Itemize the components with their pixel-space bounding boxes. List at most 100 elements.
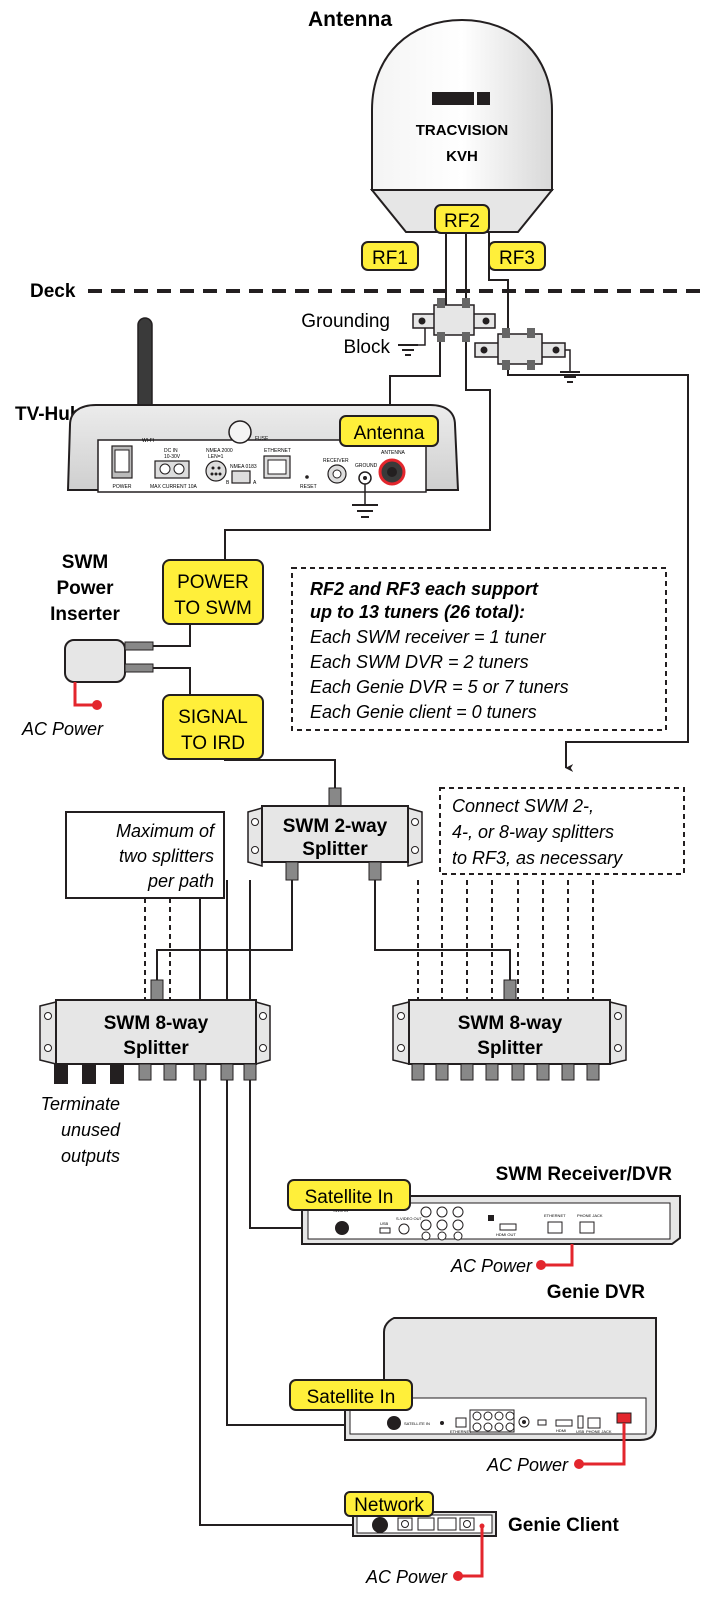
- reset-button: [305, 475, 309, 479]
- tuner-note-heading-2: up to 13 tuners (26 total):: [310, 602, 525, 622]
- power-to-swm-tag: [162, 559, 264, 625]
- splitter8-right-label-1: SWM 8-way: [458, 1013, 563, 1034]
- rf1-cable-to-hub: [389, 330, 441, 420]
- swm-8way-splitter-right: SWM 8-way Splitter: [392, 979, 627, 1081]
- tuner-note: RF2 and RF3 each support up to 13 tuners…: [291, 567, 667, 731]
- splitter2-label-2: Splitter: [302, 839, 368, 860]
- hub-reset-label: RESET: [300, 484, 317, 490]
- fuse: [228, 420, 252, 444]
- hub-antenna-tag-label: Antenna: [354, 423, 425, 444]
- hub-nmea0183-label: NMEA 0183: [230, 464, 257, 470]
- signal-tag-line2: TO IRD: [181, 733, 245, 754]
- swm-receiver-port-label-3: HDMI OUT: [496, 1232, 516, 1237]
- tuner-note-line-2: Each SWM DVR = 2 tuners: [310, 652, 529, 672]
- hub-panel: [97, 439, 427, 493]
- genie-dvr-port-label-2: HDMI: [556, 1428, 566, 1433]
- rf3-label: RF3: [499, 248, 535, 269]
- genie-client-title: Genie Client: [508, 1515, 620, 1536]
- genie-client-network-port: [372, 1517, 388, 1533]
- deck-label: Deck: [30, 281, 76, 302]
- swm-receiver-title: SWM Receiver/DVR: [496, 1164, 673, 1185]
- grounding-label-2: Block: [344, 337, 391, 358]
- rf-tags: RF2 RF1 RF3: [361, 204, 546, 271]
- hub-ground-label: GROUND: [355, 463, 378, 469]
- hub-len-label: LEN=1: [208, 454, 224, 460]
- rf2-tag: [434, 204, 490, 234]
- kvh-logo: KVH: [446, 148, 478, 165]
- rf2-label: RF2: [444, 211, 480, 232]
- genie-dvr-port-label-1: ETHERNET: [450, 1429, 472, 1434]
- grounding-label-1: Grounding: [301, 311, 390, 332]
- splitter8-left-label-1: SWM 8-way: [104, 1013, 209, 1034]
- output-arrows: [144, 880, 601, 1009]
- swm-receiver-sat-in-tag: [287, 1179, 411, 1211]
- tvhub-title: TV-Hub: [15, 404, 82, 425]
- swm-receiver-sat-in-label: Satellite In: [305, 1187, 394, 1208]
- splitter2-to-left8: [156, 880, 293, 980]
- hub-antenna-tag: [339, 415, 439, 447]
- genie-dvr-port-label-4: PHONE JACK: [586, 1429, 612, 1434]
- inserter-title-1: SWM: [62, 552, 108, 573]
- genie-sat-in-port: [387, 1416, 401, 1430]
- swm-receiver-port-label-2: S-VIDEO OUT: [396, 1216, 423, 1221]
- genie-dvr-power-port: [616, 1412, 632, 1424]
- tv-hub: TV-Hub POWER WI-FI DC IN 10-30V MAX CURR…: [15, 317, 460, 518]
- antenna-indicator: [432, 92, 474, 105]
- ac-plug-receiver: [536, 1260, 546, 1270]
- rf3-note-line-1: Connect SWM 2-,: [452, 796, 594, 816]
- ac-plug-genie-client: [453, 1571, 463, 1581]
- rf3-note-line-3: to RF3, as necessary: [452, 848, 623, 868]
- splitter8-left-label-2: Splitter: [123, 1038, 189, 1059]
- splitter2-label-1: SWM 2-way: [283, 816, 388, 837]
- hub-volts-label: 10-30V: [164, 454, 181, 460]
- swm-receiver-port-label-5: PHONE JACK: [577, 1213, 603, 1218]
- rf2-cable-to-inserter: [224, 330, 491, 575]
- antenna-title: Antenna: [308, 8, 392, 31]
- swm-receiver-ac-label: AC Power: [450, 1256, 533, 1276]
- genie-client-ac-label: AC Power: [365, 1567, 448, 1587]
- hub-nmea2000-label: NMEA 2000: [206, 448, 233, 454]
- cables: [156, 233, 689, 1526]
- hub-power-label: POWER: [113, 484, 132, 490]
- antenna-indicator-small: [477, 92, 490, 105]
- cable-to-genie-client: [199, 880, 385, 1526]
- inserter-body: [64, 639, 126, 683]
- inserter-title-2: Power: [56, 578, 114, 599]
- power-tag-line1: POWER: [177, 572, 249, 593]
- splitter2-to-right8: [374, 880, 511, 980]
- max-splitters-note: Maximum of two splitters per path: [65, 811, 225, 899]
- rf3-note-line-2: 4-, or 8-way splitters: [452, 822, 614, 842]
- genie-dvr-port-label-0: SATELLITE IN: [404, 1421, 430, 1426]
- rf3-tag: [488, 241, 546, 271]
- inserter-title-3: Inserter: [50, 604, 120, 625]
- signal-to-ird-tag: [162, 694, 264, 760]
- tuner-note-line-1: Each SWM receiver = 1 tuner: [310, 627, 547, 647]
- nmea0183-port: [231, 470, 251, 484]
- terminate-line-3: outputs: [61, 1146, 120, 1166]
- tuner-note-heading-1: RF2 and RF3 each support: [310, 579, 539, 599]
- grounding-block-1: [398, 298, 496, 356]
- tracvision-logo: TRACVISION: [416, 122, 509, 139]
- rf1-tag: [361, 241, 419, 271]
- swm-8way-splitter-left: SWM 8-way Splitter: [39, 979, 271, 1084]
- grounding-block-2: [474, 328, 580, 383]
- hub-dcin-label: DC IN: [164, 448, 178, 454]
- hub-antenna-label: ANTENNA: [381, 450, 406, 456]
- genie-client: Network Genie Client AC Power: [344, 1491, 620, 1587]
- genie-client-network-tag: [344, 1491, 434, 1517]
- tuner-note-line-4: Each Genie client = 0 tuners: [310, 702, 537, 722]
- hub-receiver-label: RECEIVER: [323, 458, 349, 464]
- hub-maxcurrent-label: MAX CURRENT 10A: [150, 484, 198, 490]
- genie-client-network-label: Network: [354, 1495, 424, 1516]
- nmea2000-port: [205, 460, 227, 482]
- power-tag-line2: TO SWM: [174, 598, 252, 619]
- rf3-note: Connect SWM 2-, 4-, or 8-way splitters t…: [439, 787, 685, 875]
- ac-plug-inserter: [92, 700, 102, 710]
- swm-power-inserter: SWM Power Inserter AC Power POWER TO SWM…: [21, 552, 264, 760]
- swm-in-port: [335, 1221, 349, 1235]
- genie-dvr-ac-label: AC Power: [486, 1455, 569, 1475]
- rf1-label: RF1: [372, 248, 408, 269]
- terminate-line-1: Terminate: [41, 1094, 120, 1114]
- signal-tag-line1: SIGNAL: [178, 707, 248, 728]
